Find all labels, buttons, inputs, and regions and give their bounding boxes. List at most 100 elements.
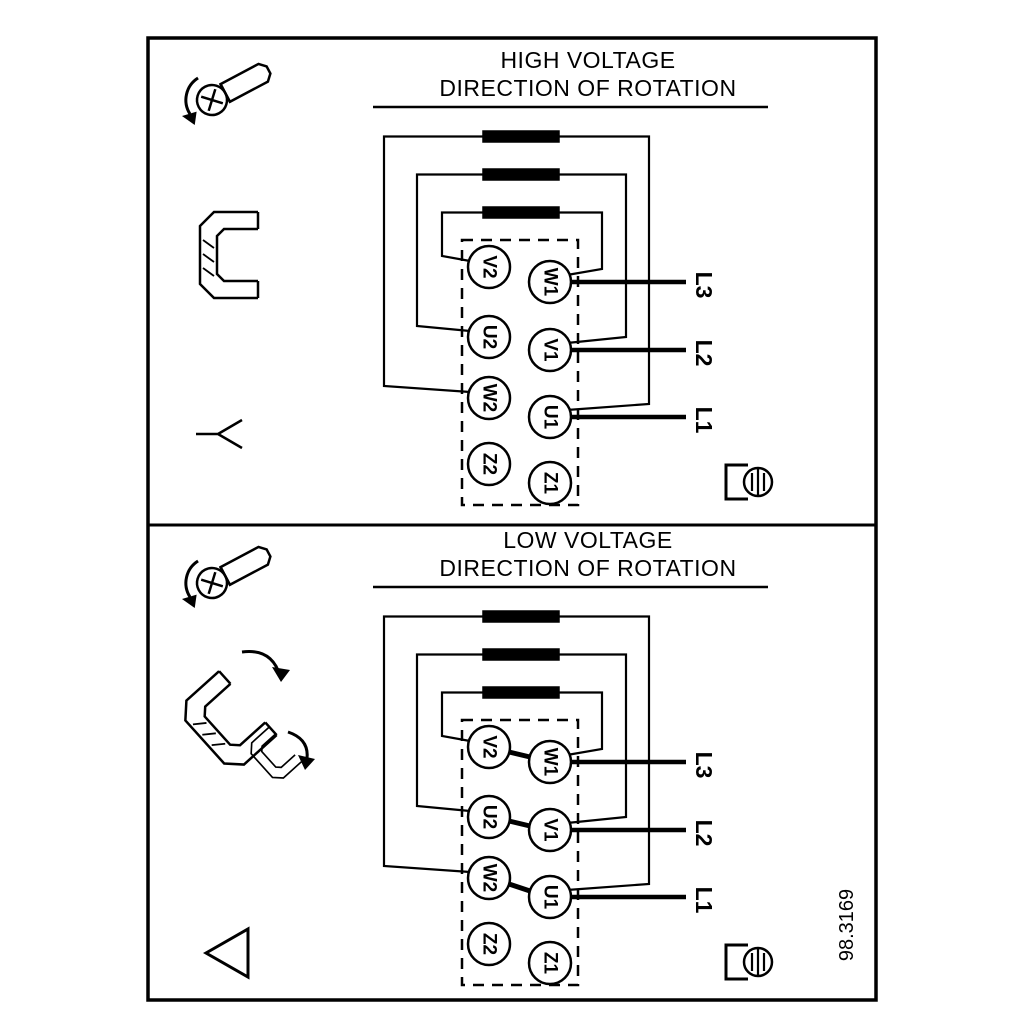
terminal-V1 <box>527 327 573 373</box>
terminal-U1 <box>527 874 573 920</box>
arrowhead <box>181 111 197 126</box>
jumper-bar <box>482 610 560 623</box>
screw-rotation-icon <box>181 545 272 609</box>
supply-label-L3: L3 <box>691 752 717 779</box>
supply-label-L1: L1 <box>691 407 717 434</box>
clip-caps <box>218 670 278 736</box>
terminal-V1 <box>527 807 573 853</box>
wire-bar3-right-W1 <box>559 691 604 757</box>
terminal-label-W1: W1 <box>540 268 561 297</box>
terminal-label-W1: W1 <box>540 748 561 777</box>
phillips-cross-icon <box>200 88 224 112</box>
arrowhead <box>272 667 290 682</box>
rotation-arrow-icon <box>184 559 199 598</box>
delta-jumper-W2-U1 <box>508 881 531 894</box>
terminal-Z1 <box>527 460 573 506</box>
supply-label-L2: L2 <box>691 340 717 367</box>
rotation-arrow-icon <box>184 76 199 115</box>
terminal-label-Z1: Z1 <box>540 472 561 495</box>
delta-jumper-U2-V1 <box>508 818 531 829</box>
screw-collar <box>218 565 232 587</box>
screw-rotation-icon <box>181 62 272 126</box>
terminal-label-U1: U1 <box>540 405 561 430</box>
jumper-bar <box>482 648 560 661</box>
delta-connection-icon <box>202 926 250 980</box>
screw-collar <box>218 82 232 104</box>
terminal-W1 <box>527 259 573 305</box>
star-connection-icon <box>196 418 243 450</box>
wire-bar2-left-U2 <box>415 653 483 813</box>
terminal-Z2 <box>466 441 512 487</box>
supply-label-L1: L1 <box>691 887 717 914</box>
terminal-label-Z2: Z2 <box>479 453 500 475</box>
terminal-Z2 <box>466 921 512 967</box>
wire-bar3-left-V2 <box>440 691 483 743</box>
wire-bar1-left-W2 <box>382 615 483 874</box>
wire-bar3-left-V2 <box>440 211 483 263</box>
panel-title-line1: LOW VOLTAGE <box>503 527 673 553</box>
terminal-label-U2: U2 <box>479 805 500 829</box>
terminal-V2 <box>466 724 512 770</box>
wire-bar1-right-U1 <box>559 615 651 892</box>
terminal-U2 <box>466 794 512 840</box>
clip-inner <box>203 682 267 747</box>
arrowhead <box>298 755 315 770</box>
terminal-label-V2: V2 <box>479 255 500 278</box>
arrowhead <box>181 594 197 609</box>
ground-stripes <box>750 949 766 975</box>
jumper-bar <box>482 168 560 181</box>
bridge-hatching <box>202 239 215 277</box>
jumper-bar <box>482 686 560 699</box>
delta-jumper-V2-W1 <box>508 749 531 760</box>
panel-title-line2: DIRECTION OF ROTATION <box>439 75 736 101</box>
jumper-bridge-icon <box>198 210 260 300</box>
ground-terminal-icon <box>724 943 774 981</box>
panel-high-voltage: HIGH VOLTAGE DIRECTION OF ROTATION L3 L2… <box>181 47 774 507</box>
terminal-label-W2: W2 <box>479 864 500 893</box>
wire-bar1-right-U1 <box>559 135 651 412</box>
terminal-W2 <box>466 375 512 421</box>
terminal-label-V1: V1 <box>540 818 561 842</box>
clip-hatching <box>192 722 226 747</box>
terminal-label-Z2: Z2 <box>479 933 500 955</box>
terminal-U1 <box>527 394 573 440</box>
supply-label-L3: L3 <box>691 272 717 299</box>
ground-bracket <box>724 463 748 501</box>
panel-title-line1: HIGH VOLTAGE <box>500 47 675 73</box>
terminal-label-V2: V2 <box>479 735 500 758</box>
terminal-label-V1: V1 <box>540 338 561 362</box>
terminal-U2 <box>466 314 512 360</box>
terminal-label-U1: U1 <box>540 885 561 910</box>
terminal-label-U2: U2 <box>479 325 500 349</box>
terminal-V2 <box>466 244 512 290</box>
terminal-label-Z1: Z1 <box>540 952 561 975</box>
jumper-clip-icon <box>184 670 278 766</box>
jumper-bar <box>482 206 560 219</box>
star-symbol <box>196 418 243 450</box>
panel-low-voltage: LOW VOLTAGE DIRECTION OF ROTATION L3 L2 … <box>181 527 774 987</box>
bridge-outer <box>198 210 258 300</box>
panel-title-line2: DIRECTION OF ROTATION <box>439 555 736 581</box>
bridge-inner <box>215 227 258 283</box>
wire-bar1-left-W2 <box>382 135 483 394</box>
clip-outer <box>184 670 278 766</box>
jumper-bar <box>482 130 560 143</box>
ground-bracket <box>724 943 748 981</box>
ground-terminal-icon <box>724 463 774 501</box>
clip-outer <box>250 726 302 779</box>
terminal-W2 <box>466 855 512 901</box>
wire-bar3-right-W1 <box>559 211 604 277</box>
wire-bar2-left-U2 <box>415 173 483 333</box>
terminal-W1 <box>527 739 573 785</box>
supply-label-L2: L2 <box>691 820 717 847</box>
figure-number: 98.3169 <box>836 889 858 961</box>
wire-bar2-right-V1 <box>559 173 628 345</box>
phillips-cross-icon <box>200 571 224 595</box>
terminal-label-W2: W2 <box>479 384 500 413</box>
jumper-clip-icon <box>250 726 302 779</box>
terminal-Z1 <box>527 940 573 986</box>
wire-bar2-right-V1 <box>559 653 628 825</box>
clip-inner <box>260 732 296 769</box>
